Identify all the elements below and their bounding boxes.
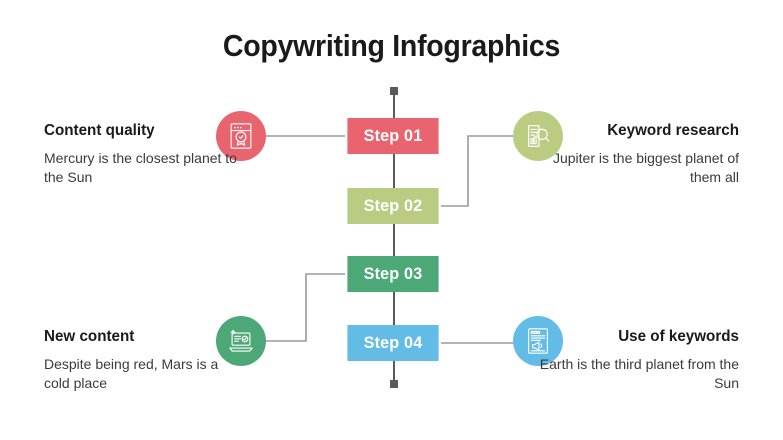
step-badge-01[interactable]: Step 01 — [347, 118, 439, 154]
item-heading: New content — [44, 328, 135, 345]
item-heading: Keyword research — [607, 122, 739, 139]
step-badge-03[interactable]: Step 03 — [347, 256, 439, 292]
text-block-keyword-research: Keyword research Jupiter is the biggest … — [539, 122, 739, 187]
step-badge-label: Step 01 — [363, 126, 423, 145]
text-block-use-of-keywords: Use of keywords Earth is the third plane… — [539, 328, 739, 393]
icon-circle-use-of-keywords[interactable] — [513, 316, 563, 366]
item-heading: Use of keywords — [618, 328, 739, 345]
connector-step3-left — [266, 273, 345, 342]
connector-step2-right — [441, 135, 513, 207]
text-block-new-content: New content Despite being red, Mars is a… — [44, 328, 244, 393]
item-heading: Content quality — [44, 122, 155, 139]
item-body: Earth is the third planet from the Sun — [539, 356, 739, 391]
laptop-content-icon — [229, 329, 253, 352]
certificate-award-icon — [230, 123, 252, 149]
spine-bottom-cap — [390, 380, 398, 388]
step-badge-label: Step 04 — [363, 333, 423, 352]
document-magnifier-icon — [528, 125, 550, 147]
step-badge-02[interactable]: Step 02 — [347, 188, 439, 224]
item-body: Despite being red, Mars is a cold place — [44, 356, 219, 391]
item-body: Mercury is the closest planet to the Sun — [44, 150, 237, 185]
step-badge-04[interactable]: Step 04 — [347, 325, 439, 361]
icon-circle-keyword-research[interactable] — [513, 111, 563, 161]
step-badge-label: Step 03 — [363, 264, 423, 283]
step-badge-label: Step 02 — [363, 196, 423, 215]
icon-circle-content-quality[interactable] — [216, 111, 266, 161]
document-megaphone-icon — [528, 328, 548, 354]
page-title: Copywriting Infographics — [222, 28, 561, 63]
text-block-content-quality: Content quality Mercury is the closest p… — [44, 122, 244, 187]
icon-circle-new-content[interactable] — [216, 316, 266, 366]
spine-top-cap — [390, 87, 398, 95]
item-body: Jupiter is the biggest planet of them al… — [552, 150, 739, 185]
